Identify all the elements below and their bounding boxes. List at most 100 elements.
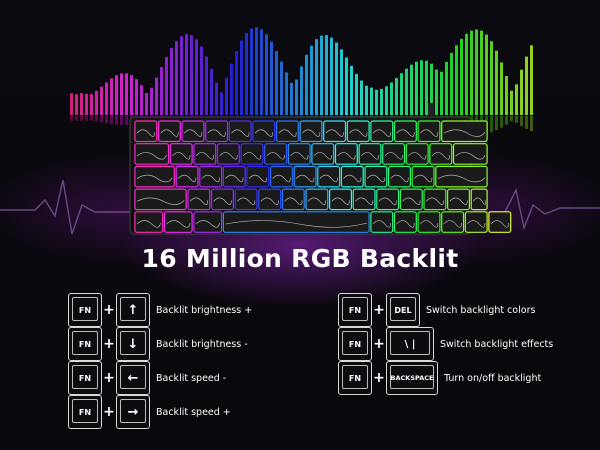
equalizer-bar — [505, 76, 508, 115]
shortcut-row: FN + \ | Switch backlight effects — [338, 327, 553, 361]
keycap — [370, 120, 394, 143]
equalizer-bar — [340, 49, 343, 115]
keycap — [370, 211, 394, 233]
keycap — [228, 120, 252, 143]
keycap — [216, 143, 240, 165]
keycap — [275, 120, 299, 143]
equalizer-bar — [500, 62, 503, 115]
keycap-pattern — [307, 197, 327, 205]
equalizer-bar — [150, 87, 153, 115]
equalizer-bar — [95, 90, 98, 115]
keycap — [334, 143, 358, 165]
keycap-pattern — [372, 220, 391, 228]
equalizer-bar — [385, 86, 388, 115]
equalizer-bar — [455, 45, 458, 115]
keycap-pattern — [248, 174, 268, 183]
equalizer-bar — [400, 73, 403, 115]
equalizer-bar-reflection — [515, 116, 518, 123]
equalizer-bar-reflection — [120, 116, 123, 126]
equalizer-bar — [195, 39, 198, 116]
equalizer-bar — [295, 79, 298, 115]
equalizer-bar — [80, 93, 83, 115]
keycap-pattern — [213, 197, 232, 205]
keycap-pattern — [183, 129, 203, 137]
keycap — [246, 165, 270, 188]
backspace-key: BACKSPACE — [386, 361, 438, 395]
keycap-pattern — [195, 152, 214, 160]
equalizer-bar — [200, 46, 203, 115]
keycap-pattern — [136, 220, 161, 228]
keycap-pattern — [195, 220, 220, 228]
keycap — [488, 211, 512, 233]
shortcut-row: FN + → Backlit speed + — [68, 395, 231, 429]
keycap — [199, 165, 223, 188]
keycap-pattern — [396, 129, 415, 137]
equalizer-bar-reflection — [500, 116, 503, 128]
equalizer-bar — [450, 53, 453, 115]
keycap-pattern — [366, 174, 386, 183]
keycap — [364, 165, 388, 188]
equalizer-bar — [275, 51, 278, 115]
equalizer-bar-reflection — [105, 116, 108, 124]
keycap — [423, 188, 447, 211]
equalizer-bar — [130, 75, 133, 115]
equalizer-bar-reflection — [520, 116, 523, 126]
equalizer-bar — [110, 78, 113, 115]
equalizer-bar-reflection — [530, 116, 533, 132]
keycap — [358, 143, 382, 165]
equalizer-bar — [410, 64, 413, 115]
equalizer-bar — [350, 65, 353, 115]
equalizer-bar — [390, 82, 393, 115]
keycap-pattern — [414, 174, 433, 183]
equalizer-bar — [270, 41, 273, 115]
keyboard-keys — [134, 120, 512, 233]
keycap-pattern — [455, 152, 486, 160]
equalizer-bar — [370, 87, 373, 115]
keycap — [447, 188, 471, 211]
equalizer-bar-reflection — [115, 116, 118, 125]
keycap — [175, 165, 199, 188]
keycap — [293, 165, 317, 188]
keycap-pattern — [449, 197, 468, 205]
equalizer-bar — [175, 40, 178, 116]
arrow-down-icon: ↓ — [116, 327, 150, 361]
shortcut-label: Switch backlight colors — [426, 304, 536, 316]
shortcut-label: Switch backlight effects — [440, 338, 554, 350]
equalizer-bar — [530, 45, 533, 116]
keycap-pattern — [189, 197, 209, 205]
equalizer-bar — [75, 94, 78, 115]
keycap — [305, 188, 329, 211]
equalizer-bar — [70, 93, 73, 115]
equalizer-bar — [465, 33, 468, 116]
equalizer-bar — [125, 73, 128, 115]
keycap-pattern — [301, 129, 321, 137]
keycap-pattern — [136, 152, 167, 160]
equalizer-bar — [515, 84, 518, 115]
equalizer-bar — [325, 35, 328, 116]
equalizer-bar — [250, 28, 253, 115]
keycap-pattern — [136, 197, 185, 205]
equalizer-bar — [525, 56, 528, 115]
equalizer-bar — [180, 36, 183, 115]
keycap-pattern — [284, 197, 303, 205]
plus-sign: + — [103, 336, 115, 352]
keycap-pattern — [384, 152, 403, 160]
arrow-left-icon: ← — [116, 361, 150, 395]
keycap-pattern — [296, 174, 315, 183]
equalizer-bar-reflection — [90, 116, 93, 121]
equalizer-bar — [285, 72, 288, 115]
fn-key: FN — [338, 293, 372, 327]
keycap-pattern — [207, 129, 226, 137]
equalizer-bar-reflection — [125, 116, 128, 126]
keycap-pattern — [313, 152, 332, 160]
keycap-pattern — [378, 197, 397, 205]
keycap — [352, 188, 376, 211]
keycap-pattern — [396, 220, 415, 228]
keycap-pattern — [419, 220, 439, 228]
equalizer-bar — [415, 61, 418, 115]
keycap-pattern — [331, 197, 350, 205]
keycap — [411, 165, 435, 188]
keycap — [234, 188, 258, 211]
keyboard-cable — [428, 103, 434, 117]
equalizer-bar — [520, 69, 523, 115]
